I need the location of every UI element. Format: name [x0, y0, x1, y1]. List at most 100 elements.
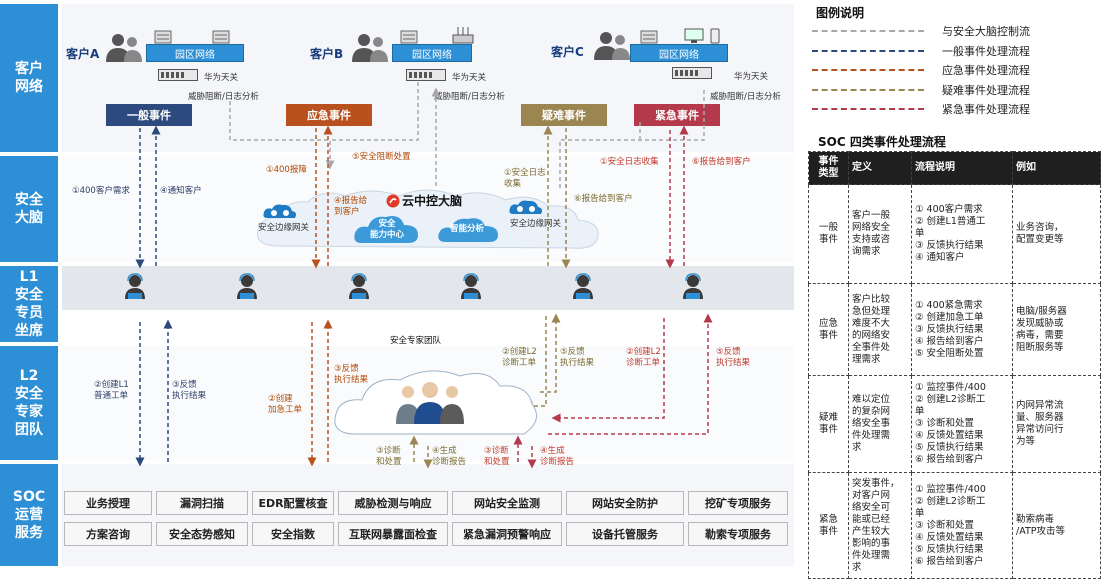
- note-feedback-difficult: ⑤反馈 执行结果: [560, 347, 595, 368]
- service-item[interactable]: 紧急漏洞预警响应: [452, 522, 562, 546]
- flow-lines: [135, 82, 713, 469]
- step-line: ⑥ 报告给到客户: [915, 454, 984, 465]
- firewall-label-b: 华为天关: [452, 73, 487, 83]
- note-400-report: ①400报障: [266, 165, 307, 175]
- legend-label: 与安全大脑控制流: [942, 25, 1030, 38]
- header-cell: 事件 类型: [808, 151, 849, 185]
- header-cell: 例如: [1012, 151, 1101, 185]
- step-line: ② 创建L1普通工: [915, 216, 986, 227]
- campus-network-a: 园区网络: [146, 44, 244, 62]
- gateway-icon: [509, 200, 542, 214]
- service-item[interactable]: 挖矿专项服务: [688, 491, 788, 515]
- server-icon: [212, 30, 230, 44]
- note-report-to-customer: ④报告给 到客户: [334, 196, 368, 217]
- router-icon: [452, 27, 474, 44]
- service-item[interactable]: 安全态势感知: [156, 522, 248, 546]
- example-cell: 电脑/服务器 发现威胁或 病毒，需要 阻断服务等: [1012, 283, 1101, 376]
- note-diagnose-difficult: ③诊断 和处置: [376, 446, 402, 467]
- campus-network-c: 园区网络: [630, 44, 728, 62]
- agent-headset-icon: [237, 273, 257, 299]
- steps-cell: ① 400客户需求 ② 创建L1普通工 单 ③ 反馈执行结果 ④ 通知客户: [911, 184, 1013, 284]
- customer-b-label: 客户B: [310, 47, 344, 61]
- expert-team-label: 安全专家团队: [390, 336, 442, 346]
- step-line: ① 监控事件/400: [915, 382, 986, 393]
- row-label-l2: L2 安全 专家 团队: [0, 346, 58, 460]
- step-line: ② 创建L2诊断工: [915, 394, 986, 405]
- note-diagnose-emergency: ③诊断 和处置: [484, 446, 510, 467]
- legend-line-red: [812, 108, 924, 110]
- step-line: ⑤ 安全阻断处置: [915, 347, 984, 359]
- legend-label: 疑难事件处理流程: [942, 84, 1030, 97]
- step-line: ⑤ 反馈执行结果: [915, 543, 984, 555]
- service-item[interactable]: 网站安全监测: [452, 491, 562, 515]
- step-line: ⑥ 报告给到客户: [915, 555, 984, 567]
- table-row: 疑难 事件 难以定位 的复杂网 络安全事 件处理需 求 ① 监控事件/400 ②…: [808, 375, 1101, 473]
- user-group-icon: [352, 34, 388, 62]
- band-l1: [62, 266, 794, 310]
- agent-headset-icon: [683, 273, 703, 299]
- service-item[interactable]: 威胁检测与响应: [338, 491, 448, 515]
- legend-label: 一般事件处理流程: [942, 45, 1030, 58]
- firewall-device-icon: [672, 67, 712, 79]
- type-cell: 疑难 事件: [808, 375, 849, 473]
- agent-headset-icon: [573, 273, 593, 299]
- step-line: ⑤ 反馈执行结果: [915, 442, 984, 453]
- legend-item-general: 一般事件处理流程: [812, 43, 1108, 59]
- definition-cell: 客户一般 网络安全 支持或咨 询需求: [848, 184, 912, 284]
- legend-line-navy: [812, 50, 924, 52]
- row-label-soc: SOC 运营 服务: [0, 464, 58, 566]
- legend-line-brown: [812, 69, 924, 71]
- service-item[interactable]: 安全指数: [252, 522, 334, 546]
- definition-cell: 突发事件， 对客户网 络安全可 能或已经 产生较大 影响的事 件处理需 求: [848, 472, 912, 579]
- agent-headset-icon: [349, 273, 369, 299]
- table-row: 紧急 事件 突发事件， 对客户网 络安全可 能或已经 产生较大 影响的事 件处理…: [808, 472, 1101, 579]
- note-create-l1-ticket: ②创建L1 普通工单: [94, 380, 129, 401]
- firewall-device-icon: [406, 69, 446, 81]
- definition-cell: 客户比较 急但处理 难度不大 的网络安 全事件处 理需求: [848, 283, 912, 376]
- service-item[interactable]: 勒索专项服务: [688, 522, 788, 546]
- phone-icon: [710, 28, 720, 44]
- step-line: ④ 反馈处置结果: [915, 430, 984, 441]
- server-icon: [400, 30, 418, 44]
- analysis-label-b: 威胁阻断/日志分析: [434, 92, 505, 102]
- note-feedback-emergency: ⑤反馈 执行结果: [716, 347, 751, 368]
- service-item[interactable]: 漏洞扫描: [156, 491, 248, 515]
- note-feedback-l1: ③反馈 执行结果: [172, 380, 207, 401]
- server-icon: [154, 30, 172, 44]
- table-row: 应急 事件 客户比较 急但处理 难度不大 的网络安 全事件处 理需求 ① 400…: [808, 283, 1101, 376]
- expert-team-icon: [396, 382, 464, 424]
- legend-line-grey: [812, 30, 924, 32]
- step-line: 单: [915, 406, 925, 417]
- legend-line-olive: [812, 89, 924, 91]
- band-soc: [62, 464, 794, 566]
- note-security-block: ⑤安全阻断处置: [352, 152, 411, 162]
- service-item[interactable]: 业务授理: [64, 491, 152, 515]
- header-cell: 流程说明: [911, 151, 1013, 185]
- smart-analysis-label: 智能分析: [450, 224, 485, 234]
- process-table-title: SOC 四类事件处理流程: [818, 135, 946, 149]
- service-item[interactable]: 方案咨询: [64, 522, 152, 546]
- note-create-urgent-ticket: ②创建 加急工单: [268, 394, 303, 415]
- step-line: ② 创建加急工单: [915, 311, 984, 323]
- example-cell: 业务咨询， 配置变更等: [1012, 184, 1101, 284]
- user-group-icon: [594, 32, 630, 60]
- event-emergency: 紧急事件: [634, 104, 720, 126]
- legend-item-emergency: 紧急事件处理流程: [812, 101, 1108, 117]
- user-group-icon: [106, 34, 142, 62]
- event-general: 一般事件: [106, 104, 192, 126]
- service-item[interactable]: 互联网暴露面检查: [338, 522, 448, 546]
- event-urgent: 应急事件: [286, 104, 372, 126]
- service-item[interactable]: 网站安全防护: [566, 491, 684, 515]
- row-label-security-brain: 安全 大脑: [0, 156, 58, 262]
- step-line: ③ 诊断和处置: [915, 519, 975, 531]
- row-label-customer-network: 客户 网络: [0, 4, 58, 152]
- process-table: 事件 类型 定义 流程说明 例如 一般 事件 客户一般 网络安全 支持或咨 询需…: [808, 151, 1101, 579]
- agent-headset-icon: [461, 273, 481, 299]
- gateway-right-label: 安全边缘网关: [510, 219, 562, 229]
- example-cell: 内网异常流 量、服务器 异常访问行 为等: [1012, 375, 1101, 473]
- service-item[interactable]: 设备托管服务: [566, 522, 684, 546]
- note-log-collect: ①安全日志 收集: [504, 168, 546, 189]
- firewall-label-a: 华为天关: [204, 73, 239, 83]
- service-item[interactable]: EDR配置核查: [252, 491, 334, 515]
- steps-cell: ① 监控事件/400 ② 创建L2诊断工 单 ③ 诊断和处置 ④ 反馈处置结果 …: [911, 472, 1013, 579]
